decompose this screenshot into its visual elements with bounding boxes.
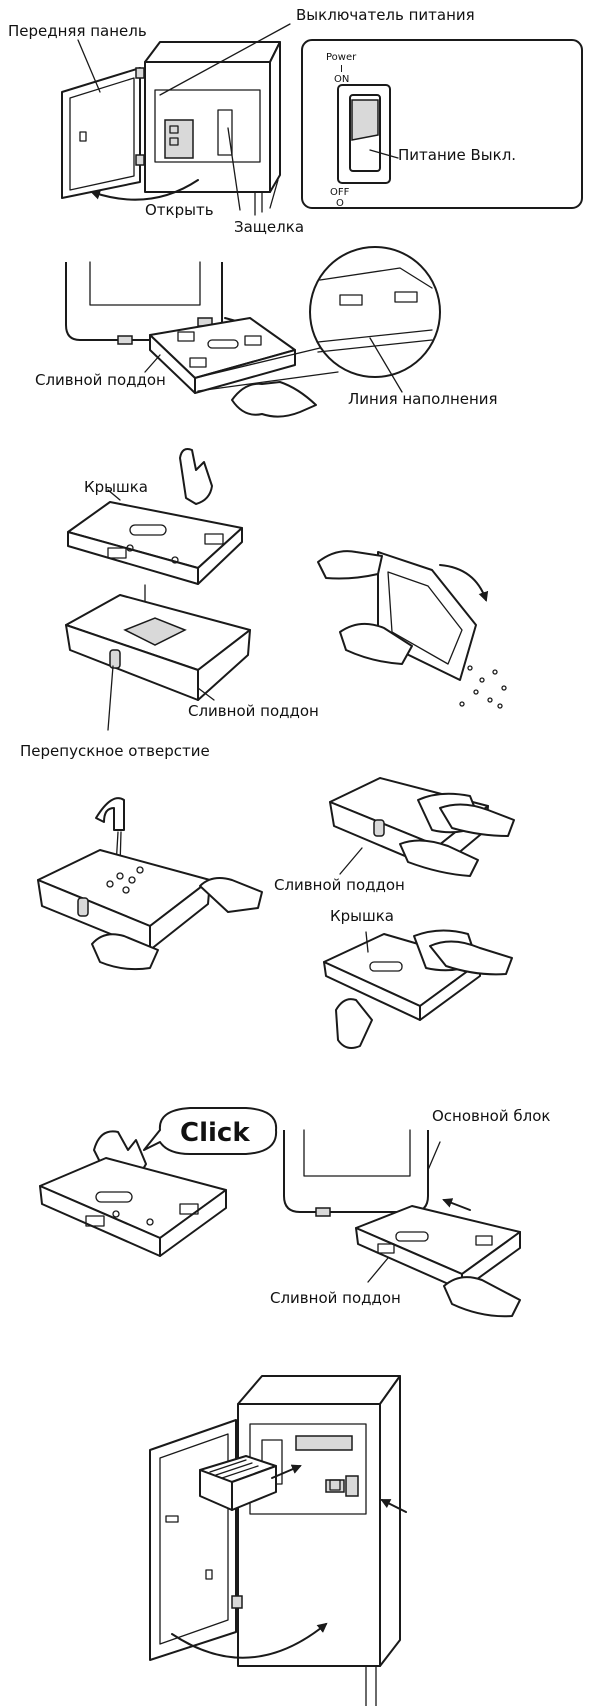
water-splash-icon xyxy=(460,666,506,708)
drain-pan-label-step4: Сливной поддон xyxy=(274,876,405,894)
power-off-label: Питание Выкл. xyxy=(398,146,516,164)
front-panel-door xyxy=(62,68,144,198)
front-panel-label: Передняя панель xyxy=(8,22,147,40)
cover-wiping xyxy=(324,930,512,1048)
drain-pan-inserting xyxy=(356,1206,520,1290)
switch-off-symbol: O xyxy=(336,198,344,209)
step6-illustration xyxy=(150,1376,406,1706)
overflow-hole-label: Перепускное отверстие xyxy=(20,742,210,760)
open-label: Открыть xyxy=(145,201,214,219)
fill-line-magnifier xyxy=(310,247,440,377)
main-unit-label: Основной блок xyxy=(432,1107,550,1125)
hand-icon xyxy=(180,449,212,504)
cover-label-step3: Крышка xyxy=(84,478,148,496)
front-panel-door xyxy=(150,1420,242,1660)
hand-icon xyxy=(336,999,372,1048)
hand-icon xyxy=(318,551,382,578)
power-switch-label: Выключатель питания xyxy=(296,6,475,24)
hand-icon xyxy=(444,1277,520,1316)
drain-pan-label-step2: Сливной поддон xyxy=(35,371,166,389)
cover-label-step4: Крышка xyxy=(330,907,394,925)
cabinet-unit xyxy=(145,42,280,215)
switch-on-text: ON xyxy=(334,74,349,85)
step4-illustration xyxy=(38,778,514,1048)
drain-pan-label-step5: Сливной поддон xyxy=(270,1289,401,1307)
cabinet-unit xyxy=(238,1376,400,1666)
switch-power-text: Power xyxy=(326,52,357,63)
push-arrow-icon xyxy=(444,1200,470,1210)
power-switch-detail: Power I ON OFF O xyxy=(302,40,582,209)
drain-pan-label-step3: Сливной поддон xyxy=(188,702,319,720)
click-label: Click xyxy=(180,1118,250,1148)
drain-pan-wiping xyxy=(330,778,514,876)
hand-icon xyxy=(200,878,262,912)
drain-pan-with-cover xyxy=(40,1158,226,1256)
hand-icon xyxy=(232,382,316,417)
latch-label: Защелка xyxy=(234,218,304,236)
faucet-icon xyxy=(96,798,124,830)
step1-illustration: Power I ON OFF O xyxy=(62,24,582,215)
main-unit xyxy=(284,1130,440,1216)
cover-lid xyxy=(68,502,242,584)
step5-illustration xyxy=(40,1108,520,1316)
fill-line-label: Линия наполнения xyxy=(348,390,498,408)
switch-off-text: OFF xyxy=(330,187,350,198)
tilted-drain-pan xyxy=(318,551,506,708)
